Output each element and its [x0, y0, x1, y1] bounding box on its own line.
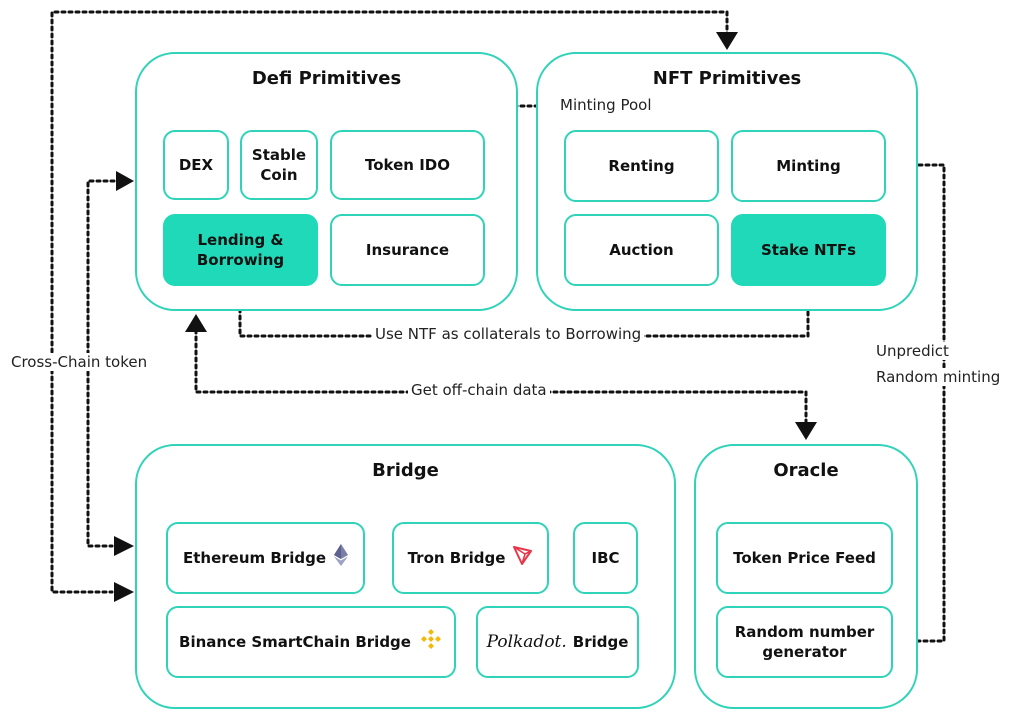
bridge-title: Bridge — [372, 460, 439, 481]
ethereum-icon — [334, 544, 348, 571]
rng-label-2: generator — [762, 643, 847, 661]
renting-box[interactable]: Renting — [564, 130, 719, 202]
tron-icon — [513, 545, 533, 570]
dex-box[interactable]: DEX — [163, 130, 229, 200]
unpredict-label-1: Unpredict — [873, 342, 952, 360]
tron-bridge-box[interactable]: Tron Bridge — [392, 522, 549, 594]
unpredict-label-2: Random minting — [873, 368, 1004, 386]
minting-pool-label: Minting Pool — [557, 96, 655, 114]
rng-label-1: Random number — [734, 622, 875, 641]
tron-bridge-label: Tron Bridge — [407, 548, 506, 567]
lending-label-2: Borrowing — [196, 251, 285, 269]
nft-primitives-title: NFT Primitives — [652, 68, 802, 89]
ibc-label: IBC — [591, 548, 620, 567]
polkadot-bridge-label: Bridge — [572, 632, 629, 651]
binance-icon — [419, 627, 443, 656]
cross-chain-label: Cross-Chain token — [8, 353, 151, 371]
random-number-generator-box[interactable]: Random number generator — [716, 606, 893, 678]
renting-label: Renting — [608, 156, 675, 175]
lending-label-1: Lending & — [197, 230, 284, 249]
stable-coin-box[interactable]: Stable Coin — [240, 130, 318, 200]
ibc-box[interactable]: IBC — [573, 522, 638, 594]
auction-label: Auction — [609, 240, 674, 259]
insurance-box[interactable]: Insurance — [330, 214, 485, 286]
minting-box[interactable]: Minting — [731, 130, 886, 202]
collateral-label: Use NTF as collaterals to Borrowing — [372, 325, 645, 343]
stable-coin-label-1: Stable — [251, 145, 307, 164]
binance-bridge-label: Binance SmartChain Bridge — [179, 632, 411, 651]
off-chain-label: Get off-chain data — [408, 381, 550, 399]
defi-primitives-title: Defi Primitives — [251, 68, 402, 89]
stake-nfts-label: Stake NTFs — [760, 240, 857, 259]
ethereum-bridge-box[interactable]: Ethereum Bridge — [166, 522, 365, 594]
token-price-feed-box[interactable]: Token Price Feed — [716, 522, 893, 594]
token-ido-box[interactable]: Token IDO — [330, 130, 485, 200]
ethereum-bridge-label: Ethereum Bridge — [183, 548, 326, 567]
token-ido-label: Token IDO — [365, 155, 450, 174]
polkadot-logo: Polkadot. — [486, 631, 567, 652]
insurance-label: Insurance — [365, 240, 450, 259]
token-price-feed-label: Token Price Feed — [733, 548, 876, 567]
minting-label: Minting — [776, 156, 841, 175]
stable-coin-label-2: Coin — [260, 166, 298, 184]
lending-borrowing-box[interactable]: Lending & Borrowing — [163, 214, 318, 286]
oracle-title: Oracle — [773, 460, 839, 481]
stake-nfts-box[interactable]: Stake NTFs — [731, 214, 886, 286]
auction-box[interactable]: Auction — [564, 214, 719, 286]
polkadot-bridge-box[interactable]: Polkadot. Bridge — [476, 606, 639, 678]
dex-label: DEX — [178, 155, 214, 174]
binance-bridge-box[interactable]: Binance SmartChain Bridge — [166, 606, 456, 678]
